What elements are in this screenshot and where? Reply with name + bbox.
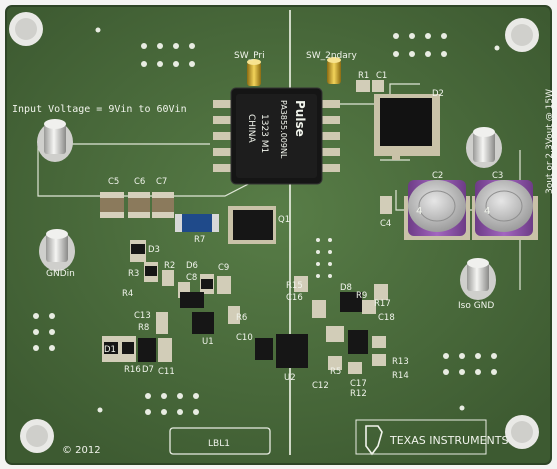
designator-c13: C13 — [134, 311, 151, 321]
mosfet-q1 — [228, 206, 276, 244]
designator-c11: C11 — [158, 367, 175, 377]
designator-c9: C9 — [218, 263, 229, 273]
designator-c12: C12 — [312, 381, 329, 391]
designator-c7: C7 — [156, 177, 167, 187]
ti-logo-icon — [355, 419, 487, 456]
transformer — [213, 87, 340, 185]
designator-c1: C1 — [376, 71, 387, 81]
transformer-part: PA3855.009NL — [279, 100, 288, 159]
label-box-text: LBL1 — [208, 439, 230, 449]
designator-d8: D8 — [340, 283, 352, 293]
designator-c17: C17 — [350, 379, 367, 389]
input-voltage-label: Input Voltage = 9Vin to 60Vin — [12, 104, 187, 115]
designator-r12: R12 — [350, 389, 367, 399]
designator-c4: C4 — [380, 219, 391, 229]
designator-d6: D6 — [186, 261, 198, 271]
iso-gnd-label: Iso GND — [458, 301, 494, 311]
designator-u1: U1 — [202, 337, 214, 347]
sw-pri-label: SW_Pri — [234, 51, 265, 61]
designator-r6: R6 — [236, 313, 247, 323]
designator-c16: C16 — [286, 293, 303, 303]
designator-c10: C10 — [236, 333, 253, 343]
designator-c18: C18 — [378, 313, 395, 323]
transformer-brand: Pulse — [293, 100, 307, 137]
output-terminal-post — [466, 127, 502, 168]
label-box-outline — [169, 427, 271, 455]
designator-d3: D3 — [148, 245, 160, 255]
designator-r1: R1 — [358, 71, 369, 81]
sw-pri-test-pin — [247, 59, 261, 86]
designator-c8: C8 — [186, 273, 197, 283]
designator-r9: R9 — [356, 291, 367, 301]
c2-marking: 4 — [416, 206, 422, 217]
designator-r17: R17 — [374, 299, 391, 309]
designator-u2: U2 — [284, 373, 296, 383]
sw-2ndary-test-pin — [327, 57, 341, 84]
resistor-r7 — [175, 214, 219, 232]
designator-c5: C5 — [108, 177, 119, 187]
ti-logo-text: TEXAS INSTRUMENTS — [389, 434, 508, 447]
iso-gnd-terminal-post — [460, 258, 496, 300]
designator-r5: R5 — [330, 367, 341, 377]
transformer-origin: CHINA — [246, 114, 256, 143]
mounting-holes — [9, 12, 539, 453]
designator-c3: C3 — [492, 171, 503, 181]
designator-c2: C2 — [432, 171, 443, 181]
gndin-label: GNDin — [46, 269, 75, 279]
small-smd-parts — [102, 80, 392, 374]
designator-d2: D2 — [432, 89, 444, 99]
input-terminal-post — [37, 119, 73, 162]
designator-r7: R7 — [194, 235, 205, 245]
diode-d2 — [374, 94, 440, 160]
output-label: 3out or 2.3Vout @ 15W — [545, 89, 555, 194]
sw-2ndary-label: SW_2ndary — [306, 51, 357, 61]
designator-r15: R15 — [286, 281, 303, 291]
designator-c6: C6 — [134, 177, 145, 187]
transformer-code: 1323 M1 — [259, 114, 269, 153]
designator-r4: R4 — [122, 289, 133, 299]
designator-r14: R14 — [392, 371, 409, 381]
designator-r8: R8 — [138, 323, 149, 333]
designator-d7: D7 — [142, 365, 154, 375]
designator-r3: R3 — [128, 269, 139, 279]
gndin-terminal-post — [39, 229, 75, 271]
capacitor-c2 — [404, 180, 470, 240]
designator-r16: R16 — [124, 365, 141, 375]
ceramic-caps — [100, 192, 174, 218]
designator-r13: R13 — [392, 357, 409, 367]
c3-marking: 4 — [484, 206, 490, 217]
designator-r2: R2 — [164, 261, 175, 271]
designator-q1: Q1 — [278, 215, 290, 225]
capacitor-c3 — [472, 180, 538, 240]
copyright-label: © 2012 — [62, 445, 101, 456]
via-grids — [33, 27, 500, 415]
designator-d1: D1 — [104, 345, 116, 355]
